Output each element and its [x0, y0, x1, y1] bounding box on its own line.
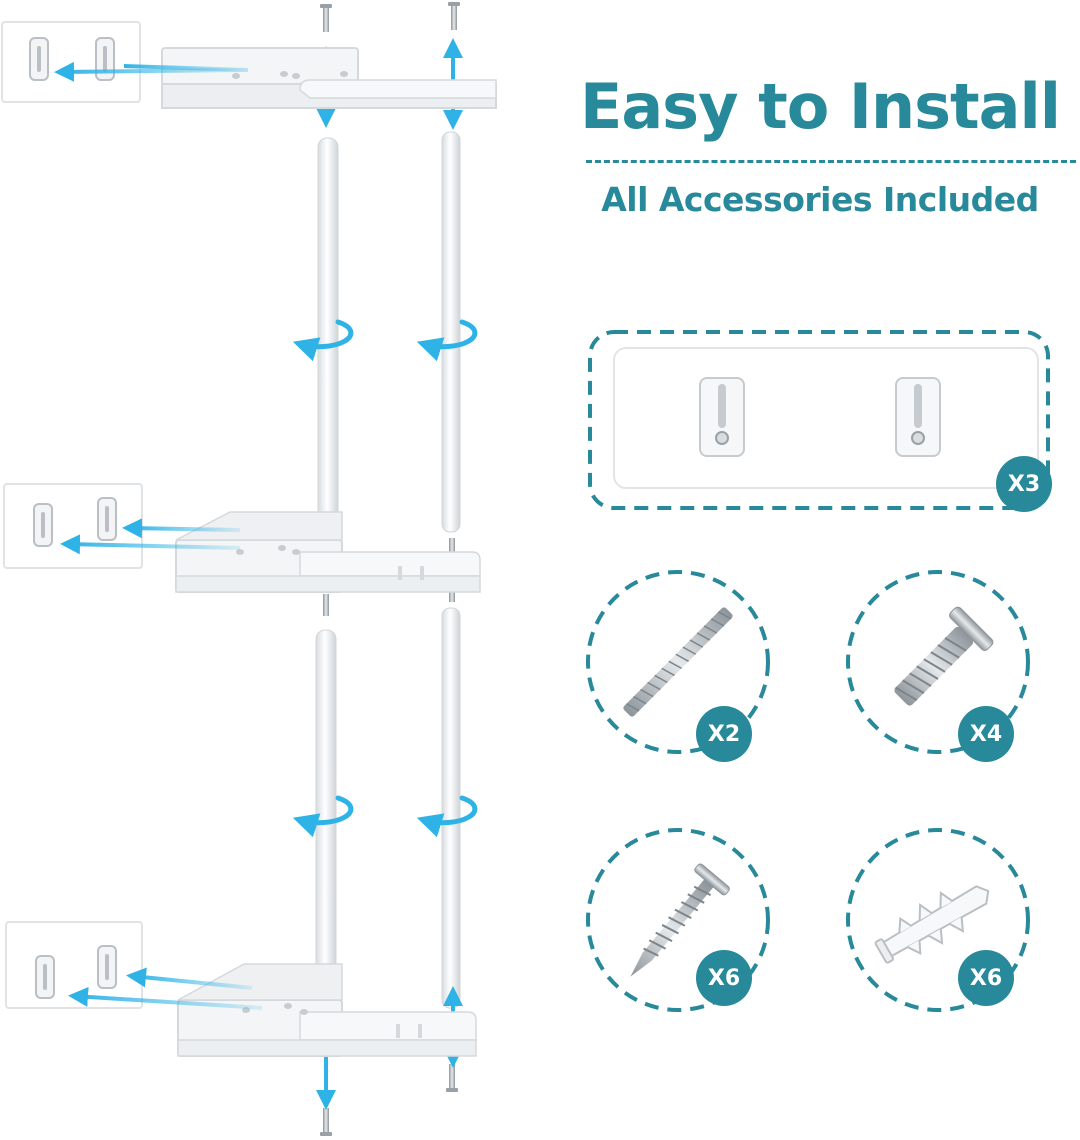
horizontal-arrows	[54, 61, 263, 1010]
hook-plate-middle	[3, 483, 143, 569]
shelf-middle	[175, 511, 481, 593]
rod-right-upper	[441, 131, 461, 533]
headline-title: Easy to Install	[579, 70, 1061, 143]
accessory-hook-plate	[588, 330, 1050, 510]
qty-badge-wood-screw: X6	[696, 950, 752, 1006]
lower-rods	[315, 607, 461, 1031]
qty-badge-bolt: X4	[958, 706, 1014, 762]
rod-right-lower	[441, 607, 461, 1009]
shelf-top	[161, 47, 497, 109]
hook-plate-top	[1, 21, 141, 103]
qty-badge-wall-anchor: X6	[958, 950, 1014, 1006]
rotate-arrows	[292, 319, 478, 838]
headline-subtitle: All Accessories Included	[601, 180, 1039, 219]
hook-plate-bottom	[5, 921, 143, 1009]
qty-badge-hook-plate: X3	[996, 456, 1052, 512]
headline-divider	[586, 160, 1076, 163]
qty-badge-threaded-rod: X2	[696, 706, 752, 762]
shelf-bottom	[177, 963, 477, 1057]
